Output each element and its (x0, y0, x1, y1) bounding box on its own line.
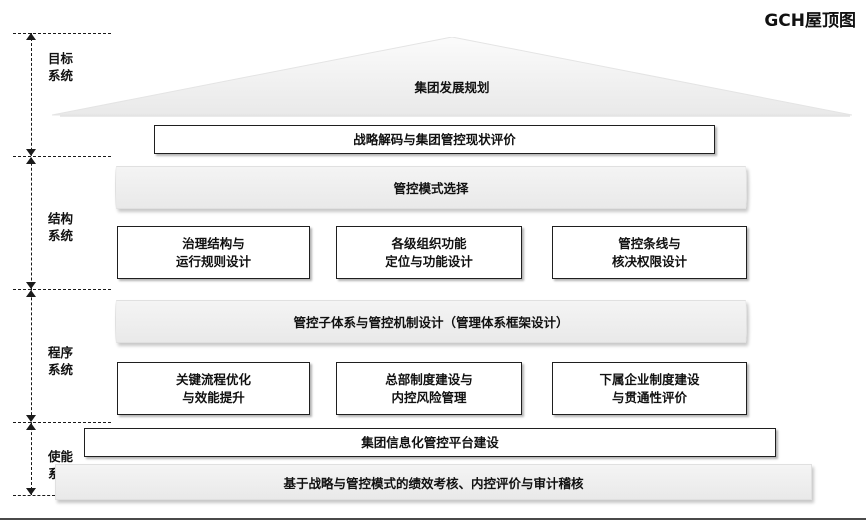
axis-arrow-process-top (26, 290, 36, 297)
structure-box-1[interactable]: 治理结构与 运行规则设计 (117, 226, 310, 279)
process-box-3-line1: 下属企业制度建设 (599, 371, 700, 387)
axis-label-process-line1: 程序 (48, 345, 74, 360)
information-platform-box[interactable]: 集团信息化管控平台建设 (84, 428, 776, 457)
axis-arrow-process-bottom (26, 415, 36, 422)
process-box-1[interactable]: 关键流程优化 与效能提升 (117, 362, 310, 415)
structure-box-3[interactable]: 管控条线与 核决权限设计 (552, 226, 747, 279)
axis-arrow-goal-bottom (26, 149, 36, 156)
process-box-2[interactable]: 总部制度建设与 内控风险管理 (336, 362, 522, 415)
axis-arrow-top (26, 33, 36, 40)
structure-box-3-line2: 核决权限设计 (611, 253, 687, 269)
axis-separator-top (13, 33, 111, 34)
axis-label-process: 程序 系统 (48, 344, 73, 378)
axis-separator-process (13, 422, 111, 423)
page-title: GCH屋顶图 (764, 11, 856, 31)
axis-arrow-structure-top (26, 157, 36, 164)
structure-box-2-line1: 各级组织功能 (391, 235, 467, 251)
structure-box-1-line2: 运行规则设计 (175, 253, 251, 269)
performance-evaluation-banner[interactable]: 基于战略与管控模式的绩效考核、内控评价与审计稽核 (55, 464, 812, 500)
structure-box-1-line1: 治理结构与 (182, 235, 245, 251)
structure-box-3-line1: 管控条线与 (618, 235, 681, 251)
axis-separator-goal (13, 156, 111, 157)
process-box-2-line2: 内控风险管理 (391, 389, 467, 405)
axis-separator-structure (13, 289, 111, 290)
axis-arrow-bottom (26, 488, 36, 495)
control-mode-selection-banner[interactable]: 管控模式选择 (115, 166, 747, 209)
axis-arrow-enable-top (26, 423, 36, 430)
process-box-2-line1: 总部制度建设与 (385, 371, 473, 387)
axis-label-structure-line1: 结构 (48, 211, 74, 226)
axis-label-structure-line2: 系统 (48, 228, 74, 243)
strategy-decoding-box[interactable]: 战略解码与集团管控现状评价 (154, 125, 715, 154)
axis-label-goal: 目标 系统 (48, 50, 73, 84)
axis-vertical-dashed-line (31, 33, 32, 495)
axis-separator-bottom (13, 495, 55, 496)
process-box-3[interactable]: 下属企业制度建设 与贯通性评价 (552, 362, 747, 415)
axis-label-goal-line1: 目标 (48, 51, 74, 66)
control-subsystem-banner[interactable]: 管控子体系与管控机制设计（管理体系框架设计） (115, 300, 747, 343)
structure-box-2-line2: 定位与功能设计 (385, 253, 473, 269)
axis-label-goal-line2: 系统 (48, 68, 74, 83)
axis-arrow-structure-bottom (26, 282, 36, 289)
roof-triangle: 集团发展规划 (52, 37, 852, 117)
axis-label-structure: 结构 系统 (48, 210, 73, 244)
process-box-3-line2: 与贯通性评价 (611, 389, 687, 405)
process-box-1-line2: 与效能提升 (182, 389, 245, 405)
structure-box-2[interactable]: 各级组织功能 定位与功能设计 (336, 226, 522, 279)
axis-label-process-line2: 系统 (48, 362, 74, 377)
roof-label: 集团发展规划 (414, 80, 490, 95)
axis-label-enable-line1: 使能 (48, 449, 74, 464)
process-box-1-line1: 关键流程优化 (175, 371, 251, 387)
